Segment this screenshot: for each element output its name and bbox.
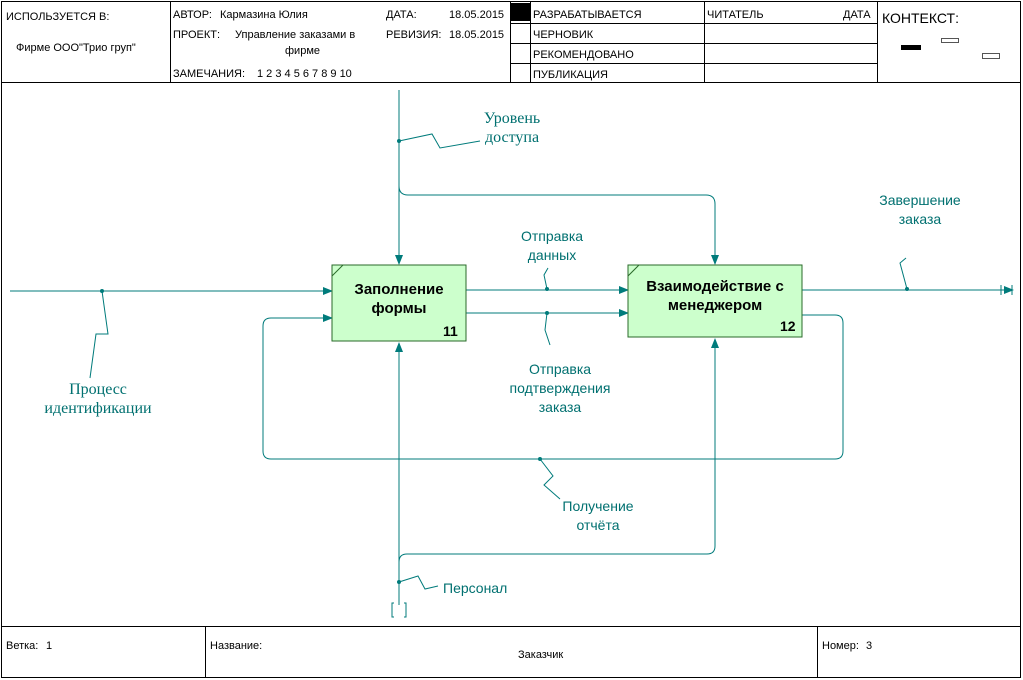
- used-in-label: ИСПОЛЬЗУЕТСЯ В:: [6, 11, 110, 23]
- label-line: доступа: [484, 129, 540, 146]
- box-11-title: Заполнение формы: [332, 280, 466, 318]
- branch-label: Ветка:: [6, 640, 39, 652]
- status-publication: ПУБЛИКАЦИЯ: [533, 69, 608, 81]
- notes-label: ЗАМЕЧАНИЯ:: [173, 68, 245, 80]
- box-12-title: Взаимодействие с менеджером: [628, 277, 802, 315]
- header-divider: [530, 1, 531, 82]
- box-corner: [627, 264, 640, 277]
- label-line: заказа: [538, 399, 582, 415]
- junction-dot: [545, 287, 549, 291]
- status-marker: [511, 3, 530, 21]
- label-line: подтверждения: [509, 380, 611, 396]
- revision-value: 18.05.2015: [449, 29, 505, 41]
- label-line: идентификации: [44, 400, 152, 417]
- box-12-title-line: Взаимодействие с: [646, 278, 784, 295]
- junction-dot: [397, 139, 401, 143]
- label-identification: Процесс идентификации: [32, 380, 164, 418]
- label-line: заказа: [898, 211, 942, 227]
- label-order-confirm: Отправка подтверждения заказа: [495, 360, 625, 417]
- author-label: АВТОР:: [173, 9, 212, 21]
- branch-value: 1: [46, 640, 53, 652]
- label-line: Уровень: [483, 110, 541, 127]
- context-node: [941, 38, 959, 43]
- date-value: 18.05.2015: [449, 9, 505, 21]
- context-current-node: [901, 45, 921, 50]
- squiggle: [543, 267, 549, 290]
- junction-dot: [905, 287, 909, 291]
- tunnel-mark: [391, 602, 407, 618]
- label-staff: Персонал: [443, 580, 508, 596]
- box-11-title-line: Заполнение: [354, 281, 444, 298]
- label-line: Получение: [562, 498, 634, 514]
- footer-top-border: [1, 626, 1021, 627]
- status-recommended: РЕКОМЕНДОВАНО: [533, 49, 634, 61]
- label-line: отчёта: [576, 517, 620, 533]
- context-node: [982, 53, 1000, 59]
- notes-value: 1 2 3 4 5 6 7 8 9 10: [257, 68, 352, 80]
- header-divider: [877, 1, 878, 82]
- number-value: 3: [866, 640, 873, 652]
- activity-box-11[interactable]: [331, 264, 467, 342]
- reader-date-label: ДАТА: [843, 9, 871, 21]
- used-in-value: Фирме ООО"Трио груп": [16, 42, 136, 54]
- label-access-level: Уровень доступа: [462, 109, 562, 147]
- squiggle: [89, 290, 109, 379]
- label-report: Получение отчёта: [543, 497, 653, 535]
- number-label: Номер:: [822, 640, 859, 652]
- project-value-cont: фирме: [285, 45, 320, 57]
- label-line: Отправка: [520, 228, 584, 244]
- box-12-number: 12: [780, 318, 796, 334]
- name-label: Название:: [210, 640, 263, 652]
- junction-dot: [100, 289, 104, 293]
- context-label: КОНТЕКСТ:: [882, 10, 959, 26]
- arrow-staff-to-box12[interactable]: [398, 338, 719, 563]
- status-draft-in-progress: РАЗРАБАТЫВАЕТСЯ: [533, 9, 642, 21]
- squiggle: [539, 458, 561, 500]
- header-row-line: [510, 43, 877, 44]
- label-line: Процесс: [69, 381, 127, 398]
- diagram-name: Заказчик: [518, 649, 564, 661]
- box-11-number: 11: [443, 323, 458, 339]
- header-divider: [510, 1, 511, 82]
- reader-label: ЧИТАТЕЛЬ: [707, 9, 764, 21]
- squiggle: [398, 575, 439, 590]
- project-value: Управление заказами в: [235, 29, 356, 41]
- header-bottom-border: [1, 82, 1021, 83]
- header-divider: [170, 1, 171, 82]
- header-divider: [704, 1, 705, 82]
- footer-divider: [817, 626, 818, 678]
- header-row-line: [510, 63, 877, 64]
- arrow-report-feedback[interactable]: [262, 314, 844, 460]
- squiggle: [544, 312, 551, 346]
- activity-box-12[interactable]: [627, 264, 803, 338]
- status-draft: ЧЕРНОВИК: [533, 29, 594, 41]
- tunnel-mark: [1000, 285, 1013, 295]
- junction-dot: [538, 457, 542, 461]
- junction-dot: [397, 580, 401, 584]
- box-corner: [331, 264, 344, 277]
- date-label: ДАТА:: [386, 9, 417, 21]
- box-12-title-line: менеджером: [667, 297, 763, 314]
- label-line: данных: [527, 247, 577, 263]
- box-11-title-line: формы: [371, 300, 427, 317]
- arrow-access-to-box12[interactable]: [398, 185, 719, 265]
- author-value: Кармазина Юлия: [220, 9, 308, 21]
- revision-label: РЕВИЗИЯ:: [386, 29, 442, 41]
- label-line: Завершение: [879, 192, 961, 208]
- footer-divider: [205, 626, 206, 678]
- squiggle: [899, 257, 908, 290]
- label-line: Отправка: [528, 361, 592, 377]
- project-label: ПРОЕКТ:: [173, 29, 221, 41]
- junction-dot: [545, 311, 549, 315]
- label-send-data: Отправка данных: [497, 227, 607, 265]
- header-row-line: [510, 23, 877, 24]
- label-order-complete: Завершение заказа: [860, 191, 980, 229]
- squiggle: [398, 133, 481, 149]
